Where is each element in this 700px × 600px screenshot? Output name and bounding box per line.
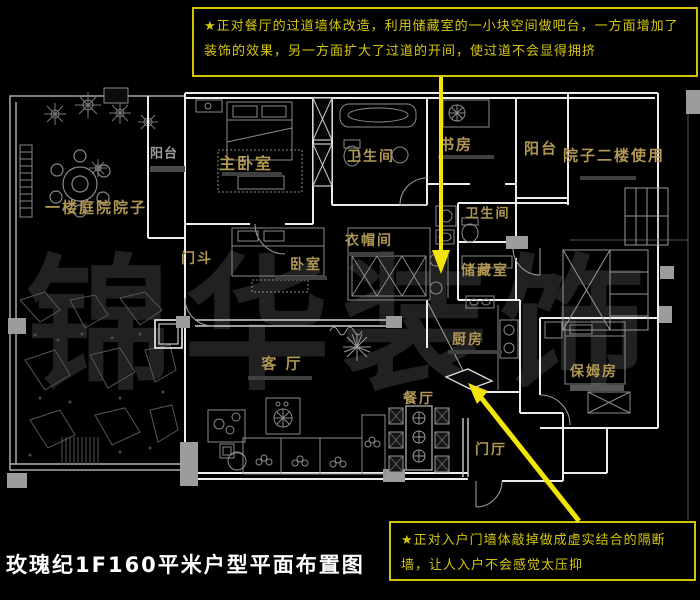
garden-window [154, 319, 183, 349]
room-label-storage: 储藏室 [461, 263, 509, 279]
garden-plants [44, 92, 158, 177]
master-bedroom-furniture [195, 99, 303, 193]
note-box-corridor: ★正对餐厅的过道墙体改造，利用储藏室的一小块空间做吧台，一方面增加了装饰的效果，… [192, 7, 698, 77]
room-label-kitchen: 厨房 [452, 332, 484, 348]
dimension-text-bars [222, 155, 636, 380]
closet-column [312, 97, 333, 187]
room-label-bathroom-2: 卫生间 [465, 206, 511, 222]
room-label-entry-hall: 门厅 [475, 442, 507, 458]
room-label-courtyard-2f: 院子二楼使用 [562, 146, 666, 165]
bathroom1-fixtures [339, 103, 417, 167]
living-room-furniture [207, 397, 386, 475]
kitchen-fixtures [465, 295, 519, 390]
note-box-entry: ★正对入户门墙体敲掉做成虚实结合的隔断墙，让人入户不会感觉太压抑 [389, 521, 696, 581]
nanny-room-furniture [544, 321, 631, 414]
radiator-squiggle [329, 326, 363, 336]
room-label-nanny-room: 保姆房 [570, 364, 618, 380]
top-left-pier [103, 87, 129, 104]
columns [7, 90, 700, 488]
room-label-bathroom-1: 卫生间 [347, 149, 395, 165]
plant-fireworks [343, 333, 371, 361]
staircase [562, 187, 669, 331]
room-label-dining-room: 餐厅 [403, 391, 435, 407]
corridor-lines [195, 319, 469, 477]
room-label-study: 书房 [438, 135, 474, 154]
room-label-bedroom: 卧室 [290, 257, 322, 273]
dining-set [388, 405, 450, 473]
room-label-garden: 一楼庭院院子 [44, 198, 148, 217]
partition-wedge [444, 368, 494, 390]
room-label-cloakroom: 衣帽间 [345, 233, 393, 249]
room-label-balcony-top: 阳台 [523, 139, 559, 158]
room-label-balcony-left: 阳台 [149, 146, 179, 162]
room-label-master-bedroom: 主卧室 [218, 154, 274, 173]
bathroom2-fixtures [435, 205, 479, 245]
garden-table [49, 149, 111, 218]
room-label-living-room: 客 厅 [261, 354, 303, 373]
garden-rocks [19, 291, 179, 465]
room-label-vestibule: 门斗 [181, 251, 213, 267]
study-furniture [442, 99, 490, 128]
page-title: 玫瑰纪1F160平米户型平面布置图 [6, 553, 365, 577]
garden-stepping-path [19, 144, 33, 218]
